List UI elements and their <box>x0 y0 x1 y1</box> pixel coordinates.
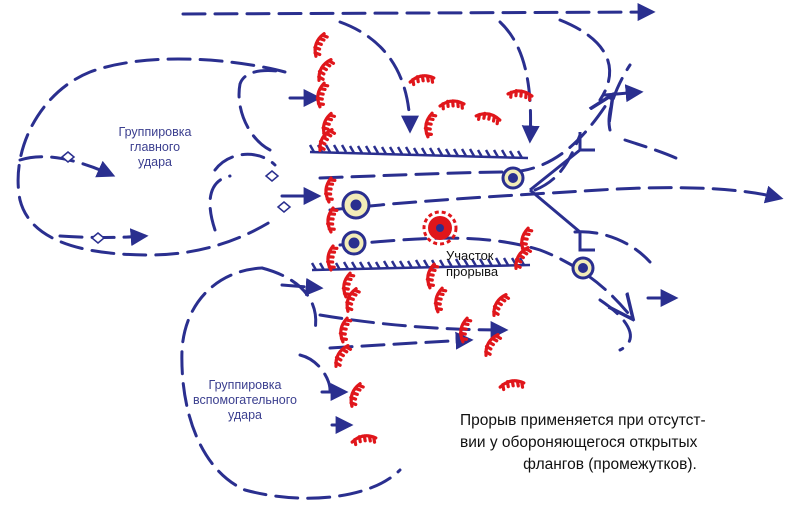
aux-group-label: Группировка вспомогательного удара <box>193 378 297 422</box>
enemy-trench-icon <box>324 176 337 204</box>
unit-circle-icon <box>341 230 367 256</box>
enemy-trench-icon <box>474 111 502 126</box>
enemy-positions <box>313 32 534 447</box>
enemy-trench-icon <box>438 99 466 111</box>
enemy-trench-icon <box>338 316 353 344</box>
main-group-label: Группировка главного удара <box>118 125 192 169</box>
enemy-trench-icon <box>326 244 339 272</box>
enemy-trench-icon <box>318 128 337 152</box>
enemy-trench-icon <box>514 246 533 270</box>
enemy-trench-icon <box>458 316 473 344</box>
enemy-trench-icon <box>408 74 436 87</box>
route-markers <box>60 151 292 244</box>
unit-circle-icon <box>501 166 525 190</box>
caption-line: флангов (промежутков). <box>523 456 697 473</box>
friendly-units <box>341 166 595 280</box>
enemy-trench-icon <box>326 206 339 234</box>
central-corridor-arrow <box>328 185 784 212</box>
defense-line-upper <box>308 144 529 160</box>
enemy-trench-icon <box>315 81 330 109</box>
unit-circle-icon <box>341 190 371 220</box>
enemy-trench-icon <box>484 333 503 357</box>
top-advance-arrow <box>181 3 656 22</box>
enemy-trench-icon <box>425 262 440 290</box>
enemy-trench-icon <box>341 271 356 299</box>
lower-corridor-arrow <box>338 236 632 318</box>
diagram-caption: Прорыв применяется при отсутст- вии у об… <box>460 410 790 476</box>
enemy-trench-icon <box>350 434 378 447</box>
unit-circle-icon <box>571 256 595 280</box>
aux-group-outline <box>180 266 402 500</box>
upper-corridor-arrow <box>318 96 612 180</box>
caption-line: вии у обороняющегося открытых <box>460 434 698 451</box>
main-group-outline <box>16 57 287 257</box>
enemy-trench-icon <box>519 226 534 254</box>
enemy-trench-icon <box>506 89 534 102</box>
enemy-trench-icon <box>498 379 526 392</box>
enemy-strongpoint-icon <box>422 210 458 246</box>
enemy-trench-icon <box>433 286 448 314</box>
enemy-trench-icon <box>349 382 365 408</box>
enemy-trench-icon <box>492 293 511 317</box>
split-marker <box>529 132 595 252</box>
enemy-trench-icon <box>313 32 329 58</box>
enemy-trench-icon <box>334 344 353 368</box>
caption-line: Прорыв применяется при отсутст- <box>460 412 706 429</box>
breakthrough-zone-label: Участок прорыва <box>446 248 499 279</box>
enemy-trench-icon <box>423 111 438 139</box>
enemy-trench-icon <box>345 287 361 313</box>
enemy-trench-icon <box>317 58 336 82</box>
